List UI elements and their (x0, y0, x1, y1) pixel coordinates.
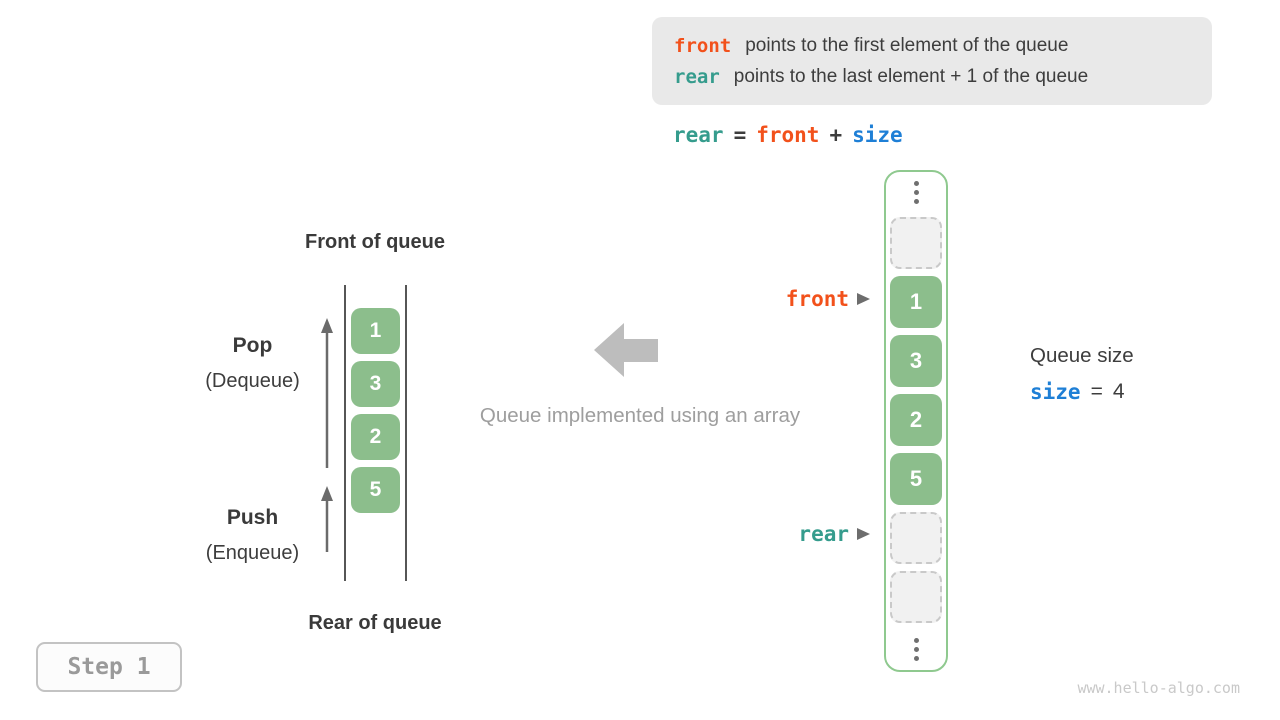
size-var: size (1030, 380, 1081, 404)
explanation-box: front points to the first element of the… (652, 17, 1212, 105)
queue-box: 2 (351, 414, 400, 460)
array-cell-empty (890, 571, 942, 623)
pop-sublabel: (Dequeue) (205, 370, 300, 392)
watermark: www.hello-algo.com (1077, 679, 1240, 697)
front-pointer-arrow-icon (857, 293, 870, 305)
rear-of-queue-label: Rear of queue (308, 612, 442, 634)
explanation-line-rear: rear points to the last element + 1 of t… (674, 66, 1212, 88)
rear-term: rear (674, 65, 720, 88)
pop-up-arrow-icon (321, 318, 333, 468)
diagram-caption: Queue implemented using an array (479, 404, 801, 427)
array-cell-value: 3 (890, 335, 942, 387)
queue-size-value-line: size = 4 (1030, 380, 1125, 404)
front-term: front (674, 34, 732, 57)
queue-box: 5 (351, 467, 400, 513)
array-frame: 1 3 2 5 (884, 170, 948, 672)
push-label: Push (226, 506, 279, 529)
left-block-arrow-icon (594, 323, 658, 377)
array-cell-value: 2 (890, 394, 942, 446)
array-cell-empty (890, 217, 942, 269)
front-pointer: front (720, 286, 870, 312)
rear-pointer-arrow-icon (857, 528, 870, 540)
formula-rear: rear (673, 123, 724, 147)
left-queue-channel: 1 3 2 5 (344, 285, 407, 581)
rear-pointer: rear (720, 521, 870, 547)
formula-equals: = (733, 123, 747, 147)
array-cells: 1 3 2 5 (890, 217, 942, 623)
front-of-queue-label: Front of queue (305, 231, 445, 253)
size-value: 4 (1112, 380, 1125, 403)
formula-front: front (756, 123, 820, 147)
rear-pointer-label: rear (798, 522, 849, 546)
queue-size-title: Queue size (1030, 344, 1134, 367)
step-badge: Step 1 (36, 642, 182, 692)
formula-size: size (852, 123, 903, 147)
ellipsis-top-icon (913, 181, 919, 204)
push-up-arrow-icon (321, 486, 333, 552)
queue-box: 1 (351, 308, 400, 354)
pop-label: Pop (232, 334, 273, 357)
front-description: points to the first element of the queue (745, 34, 1069, 56)
size-equals: = (1090, 380, 1103, 403)
array-cell-value: 1 (890, 276, 942, 328)
array-cell-value: 5 (890, 453, 942, 505)
front-pointer-label: front (785, 287, 849, 311)
pointer-formula: rear = front + size (673, 121, 903, 149)
rear-description: points to the last element + 1 of the qu… (733, 65, 1089, 87)
explanation-line-front: front points to the first element of the… (674, 35, 1212, 57)
queue-box: 3 (351, 361, 400, 407)
push-sublabel: (Enqueue) (205, 542, 300, 564)
array-cell-empty (890, 512, 942, 564)
ellipsis-bottom-icon (913, 638, 919, 661)
formula-plus: + (829, 123, 843, 147)
